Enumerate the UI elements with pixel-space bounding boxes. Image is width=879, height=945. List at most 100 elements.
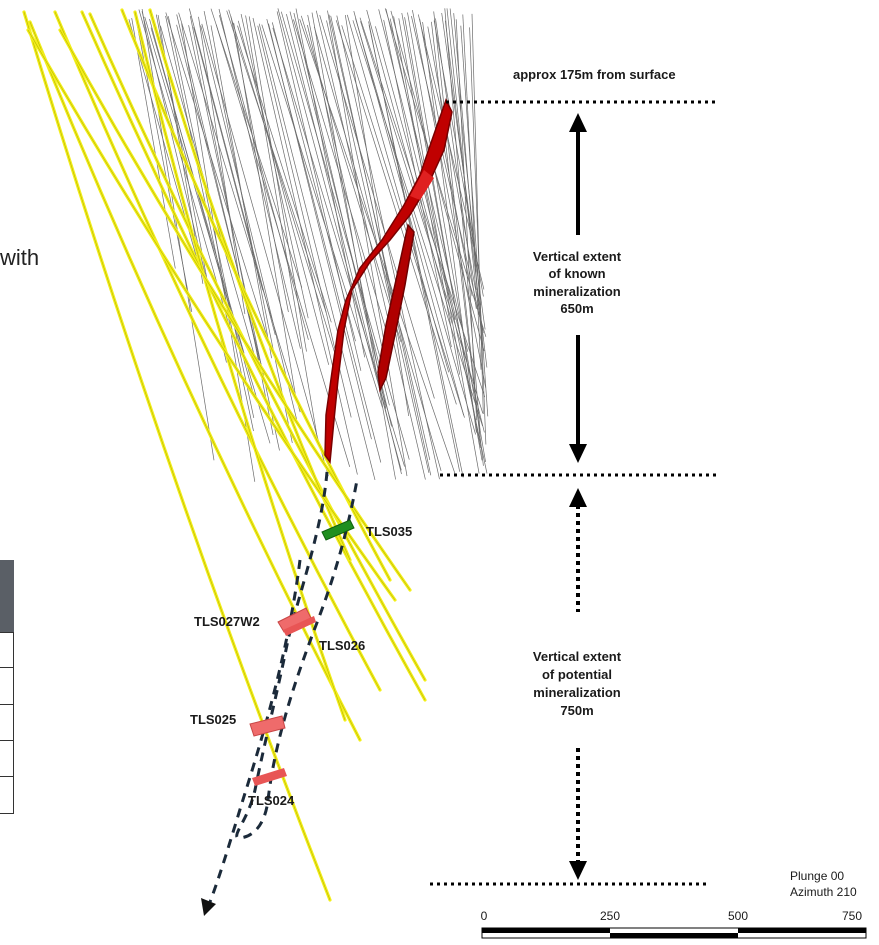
historic-drill-hole-trace: [289, 11, 390, 406]
intercept-label-tls035: TLS035: [366, 524, 413, 539]
historic-drill-hole-trace: [280, 11, 410, 460]
historic-drill-hole-trace: [398, 18, 480, 474]
historic-drill-hole-trace: [411, 15, 483, 330]
intercept-label-tls027w2: TLS027W2: [194, 614, 260, 629]
dotted-arrow-down-icon: [569, 861, 587, 880]
intercept-label-tls026: TLS026: [319, 638, 366, 653]
azimuth-label: Azimuth 210: [790, 885, 857, 899]
known-extent-line-1: Vertical extent: [532, 249, 622, 264]
table-row-fragment: [0, 776, 14, 814]
potential-extent-line-4: 750m: [560, 703, 594, 718]
historic-drill-hole-trace: [178, 12, 301, 413]
historic-drill-hole-trace: [346, 14, 450, 373]
historic-drill-hole-trace: [355, 18, 476, 435]
intercept-marker-tls024: [252, 768, 287, 786]
historic-drill-hole-trace: [462, 14, 482, 370]
historic-drill-hole-trace: [258, 23, 376, 480]
historic-drill-hole-trace: [471, 13, 484, 415]
historic-drill-hole-trace: [328, 14, 431, 460]
deep-drill-hole-edge: [59, 29, 411, 591]
historic-drill-hole-trace: [210, 25, 272, 359]
historic-drill-hole-trace: [252, 17, 358, 475]
historic-drill-hole-trace: [233, 22, 297, 398]
potential-extent-arrows: [569, 488, 587, 880]
intercept-markers: [249, 519, 355, 786]
intercept-marker-tls035: [321, 519, 355, 541]
historic-drill-hole-trace: [431, 21, 484, 466]
table-header-fragment: [0, 560, 14, 632]
cropped-text-fragment: with: [0, 245, 40, 270]
deep-drill-hole-edge: [149, 9, 351, 561]
historic-drill-hole-trace: [165, 12, 270, 343]
scale-tick-250: 250: [599, 909, 621, 923]
table-row-fragment: [0, 740, 14, 777]
historic-drill-hole-trace: [237, 20, 330, 365]
historic-drill-hole-trace: [393, 16, 461, 375]
deep-drill-hole-edge: [27, 29, 396, 601]
potential-extent-line-2: of potential: [541, 667, 613, 682]
historic-drill-hole-trace: [336, 15, 440, 480]
known-extent-line-4: 650m: [560, 301, 594, 316]
historic-drill-hole-trace: [344, 14, 410, 417]
known-mineralization-body: [324, 98, 453, 465]
known-extent-line-2: of known: [548, 266, 606, 281]
historic-drill-hole-trace: [444, 8, 481, 432]
historic-drill-hole-trace: [368, 24, 464, 478]
historic-drill-hole-trace: [200, 25, 297, 420]
historic-drill-hole-trace: [327, 10, 408, 477]
historic-drill-hole-trace: [460, 25, 489, 417]
scale-tick-500: 500: [727, 909, 749, 923]
historic-drill-hole-trace: [435, 18, 477, 309]
historic-drill-hole-trace: [248, 16, 307, 352]
historic-drill-hole-trace: [165, 15, 254, 432]
historic-drill-hole-trace: [203, 11, 293, 443]
deep-drill-hole-edge: [29, 21, 361, 741]
historic-drill-hole-trace: [427, 26, 484, 333]
intercept-marker-tls025: [249, 715, 286, 737]
historic-drill-hole-trace: [446, 8, 477, 291]
historic-drill-hole-trace: [319, 14, 435, 399]
historic-drill-hole-trace: [144, 16, 271, 444]
historic-drill-hole-trace: [198, 16, 246, 315]
historic-drill-hole-trace: [366, 9, 453, 324]
historic-drill-hole-trace: [307, 24, 387, 367]
intercept-label-tls024: TLS024: [248, 793, 295, 808]
historic-drill-hole-trace: [433, 11, 482, 445]
table-row-fragment: [0, 667, 14, 705]
historic-drill-hole-trace: [407, 12, 486, 463]
intercept-marker-tls026: [283, 616, 316, 636]
historic-drill-hole-trace: [449, 8, 482, 306]
historic-drill-hole-trace: [455, 19, 477, 421]
dotted-arrow-up-icon: [569, 488, 587, 507]
historic-drill-hole-trace: [237, 25, 332, 323]
historic-drill-hole-trace: [201, 23, 329, 477]
potential-extent-line-1: Vertical extent: [532, 649, 622, 664]
historic-drill-hole-trace: [315, 10, 426, 480]
historic-drill-hole-trace: [277, 8, 402, 471]
scale-bar: [481, 927, 867, 939]
historic-drill-hole-trace: [219, 15, 309, 340]
arrow-up-icon: [569, 113, 587, 132]
known-extent-line-3: mineralization: [533, 284, 621, 299]
historic-drill-hole-trace: [226, 10, 327, 313]
historic-drill-hole-trace: [228, 9, 340, 367]
mineralization-plunge-envelope: [201, 471, 359, 916]
historic-drill-hole-trace: [307, 14, 387, 409]
scale-tick-750: 750: [841, 909, 863, 923]
surface-depth-label: approx 175m from surface: [513, 67, 676, 82]
plunge-arrowhead-icon: [201, 898, 216, 916]
historic-drill-hole-trace: [469, 27, 487, 445]
intercept-label-tls025: TLS025: [190, 712, 237, 727]
table-row-fragment: [0, 704, 14, 741]
arrow-down-icon: [569, 444, 587, 463]
historic-drill-hole-trace: [188, 8, 276, 335]
potential-extent-line-3: mineralization: [533, 685, 621, 700]
deep-drill-hole-edge: [81, 11, 426, 701]
historic-drill-hole-trace: [245, 15, 319, 443]
deep-drill-hole-trace: [148, 8, 352, 562]
historic-drill-holes: [128, 8, 489, 482]
historic-drill-hole-trace: [268, 23, 372, 440]
plunge-label: Plunge 00: [790, 869, 845, 883]
historic-drill-hole-trace: [404, 17, 483, 461]
